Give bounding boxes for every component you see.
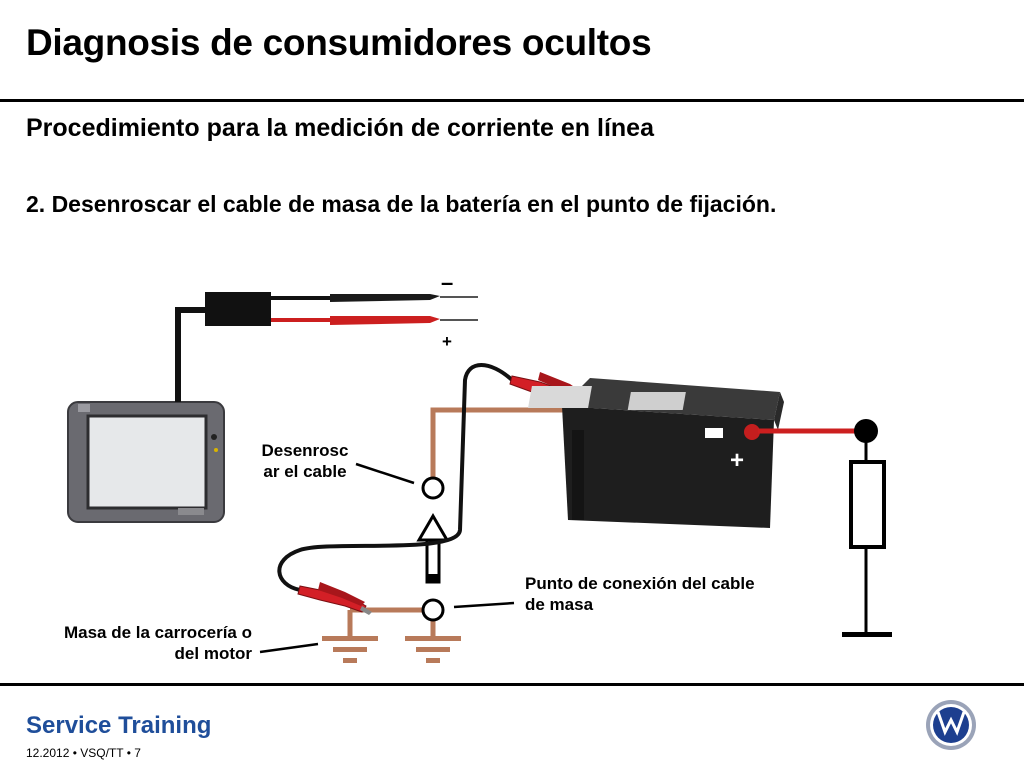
vw-logo-icon — [926, 700, 976, 750]
battery-plus-label: + — [730, 447, 744, 474]
ground-symbol-right — [405, 636, 461, 663]
label-unscrew-line2: ar el cable — [263, 462, 347, 481]
probe-minus-label: – — [441, 270, 453, 295]
probe-plus-label: + — [442, 332, 452, 351]
up-arrow-icon — [416, 513, 450, 584]
terminal-unscrewed — [421, 476, 445, 500]
ground-symbol-left — [322, 636, 378, 663]
label-ground-point-line2: de masa — [525, 595, 594, 614]
label-body-ground: Masa de la carrocería o del motor — [30, 622, 252, 664]
header-divider — [0, 99, 1024, 102]
footer-meta: 12.2012 • VSQ/TT • 7 — [26, 746, 141, 760]
footer-brand: Service Training — [26, 712, 212, 739]
battery-icon — [528, 378, 784, 528]
step-instruction: 2. Desenroscar el cable de masa de la ba… — [26, 191, 777, 217]
label-unscrew-cable: Desenrosc ar el cable — [246, 440, 364, 482]
label-ground-connection-point: Punto de conexión del cable de masa — [525, 573, 755, 615]
slide-title: Diagnosis de consumidores ocultos — [26, 22, 652, 63]
slide-subtitle: Procedimiento para la medición de corrie… — [26, 114, 654, 142]
label-ground-point-line1: Punto de conexión del cable — [525, 574, 755, 593]
diagnostic-tester-icon — [67, 401, 225, 523]
measurement-cable — [277, 363, 514, 592]
battery-ground-wire — [430, 407, 575, 478]
body-clamp — [297, 582, 372, 615]
label-body-ground-line1: Masa de la carrocería o — [63, 623, 252, 642]
black-probe — [330, 294, 478, 302]
load-ground-bar — [842, 632, 892, 637]
current-clamp-box — [205, 292, 271, 326]
tester-cable — [175, 307, 205, 402]
red-probe — [330, 316, 478, 325]
label-unscrew-line1: Desenrosc — [261, 441, 349, 460]
terminal-ground-point — [421, 598, 445, 622]
load-resistor-icon — [849, 460, 886, 549]
label-body-ground-line2: del motor — [174, 644, 252, 663]
